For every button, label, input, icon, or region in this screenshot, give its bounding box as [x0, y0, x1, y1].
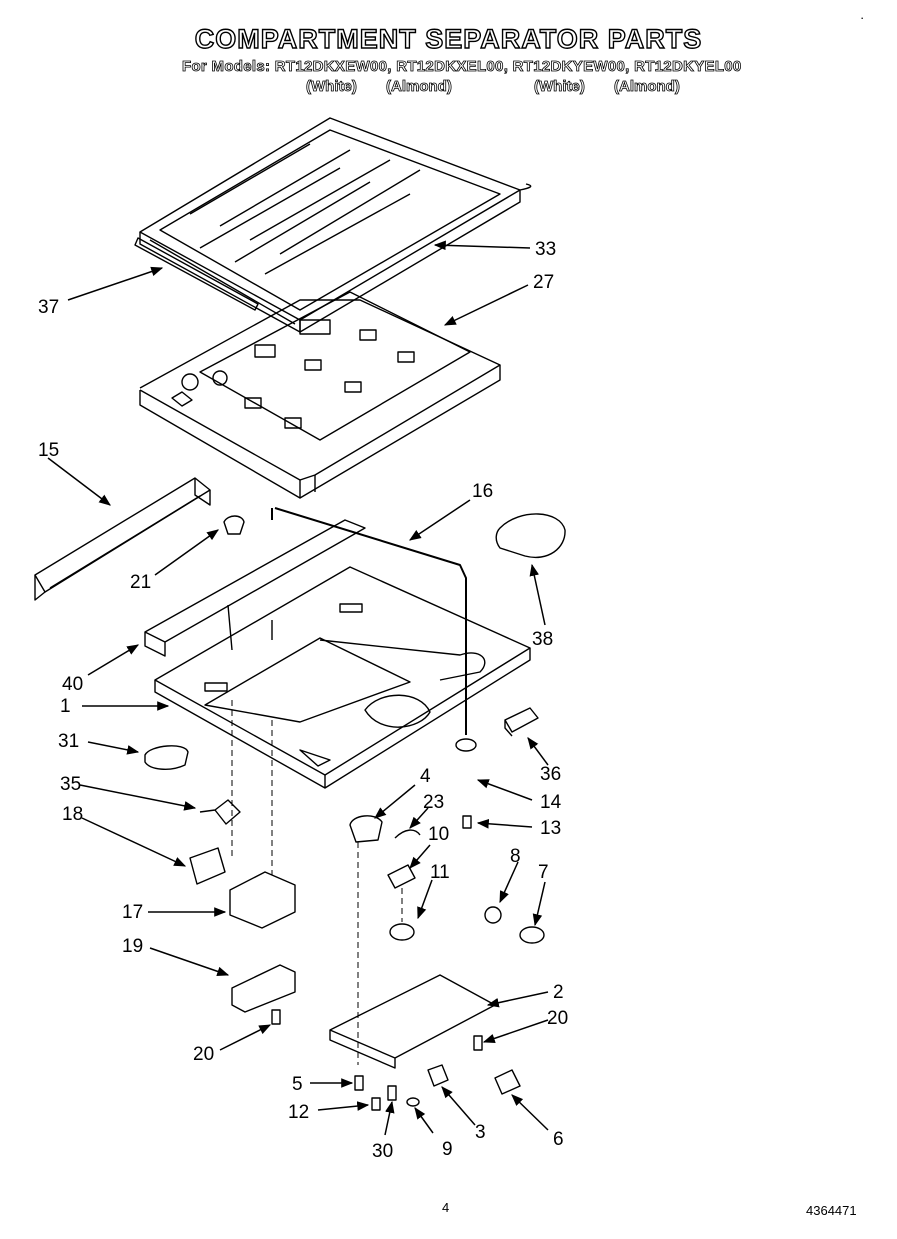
part-label-14: 14	[540, 792, 562, 813]
clip-part-23	[394, 829, 421, 839]
socket-part-7	[519, 926, 545, 944]
finish-label-2: (Almond)	[386, 78, 453, 96]
part-label-4: 4	[420, 766, 431, 787]
corner-mark-top-right: ·	[860, 10, 865, 25]
part-label-8: 8	[510, 846, 521, 867]
screw-part-12	[371, 1097, 381, 1111]
part-label-23: 23	[423, 792, 444, 813]
screw-part-30	[387, 1085, 397, 1101]
bulb-part-8	[484, 906, 502, 924]
bracket-part-35	[199, 799, 241, 825]
part-label-38: 38	[532, 629, 553, 650]
part-label-20-right: 20	[547, 1008, 568, 1029]
part-label-40: 40	[62, 674, 83, 695]
part-label-20-left: 20	[193, 1044, 214, 1065]
part-label-9: 9	[442, 1139, 453, 1160]
part-label-36: 36	[540, 764, 561, 785]
screw-part-20a	[271, 1009, 281, 1025]
part-label-1: 1	[60, 696, 71, 717]
separator-base-part-1	[154, 566, 531, 789]
document-number: 4364471	[806, 1203, 857, 1218]
control-housing-part-17	[229, 871, 296, 929]
housing-part-4	[349, 815, 383, 843]
part-label-5: 5	[292, 1074, 303, 1095]
trim-strip-part-37	[134, 237, 259, 311]
separator-cover-part-27	[139, 291, 501, 499]
part-label-12: 12	[288, 1102, 309, 1123]
switch-part-6	[494, 1069, 521, 1095]
part-label-19: 19	[122, 936, 143, 957]
part-label-3: 3	[475, 1122, 486, 1143]
part-label-18: 18	[62, 804, 83, 825]
screw-part-13	[462, 815, 472, 829]
nut-part-9	[406, 1097, 420, 1107]
part-label-15: 15	[38, 440, 59, 461]
channel-part-40	[144, 519, 366, 657]
part-label-31: 31	[58, 731, 79, 752]
part-label-13: 13	[540, 818, 561, 839]
finish-label-1: (White)	[306, 78, 358, 96]
knob-part-11	[389, 923, 415, 941]
part-label-16: 16	[472, 481, 493, 502]
part-label-10: 10	[428, 824, 449, 845]
part-label-33: 33	[535, 239, 556, 260]
page-title: COMPARTMENT SEPARATOR PARTS	[194, 23, 703, 54]
clip-part-31	[144, 745, 189, 770]
side-rail-part-15	[34, 477, 211, 601]
part-label-27: 27	[533, 272, 554, 293]
light-shield-part-18	[189, 847, 226, 885]
cap-part-36	[504, 707, 539, 737]
part-label-35: 35	[60, 774, 81, 795]
part-label-6: 6	[553, 1129, 564, 1150]
finish-label-3: (White)	[534, 78, 586, 96]
models-line: For Models: RT12DKXEW00, RT12DKXEL00, RT…	[182, 58, 742, 76]
part-label-30: 30	[372, 1141, 393, 1162]
screw-part-5	[354, 1075, 364, 1091]
plug-part-21	[223, 515, 245, 535]
gasket-part-38	[495, 513, 566, 558]
light-housing-part-2	[329, 974, 496, 1069]
switch-part-10	[387, 864, 416, 889]
part-label-17: 17	[122, 902, 143, 923]
part-label-11: 11	[430, 862, 450, 883]
screw-part-20b	[473, 1035, 483, 1051]
switch-part-3	[427, 1064, 449, 1087]
control-panel-part-19	[231, 964, 296, 1013]
thermostat-part-14	[455, 738, 477, 752]
part-label-21: 21	[130, 572, 151, 593]
part-label-2: 2	[553, 982, 564, 1003]
part-label-7: 7	[538, 862, 549, 883]
rod-part-16	[271, 507, 467, 735]
finish-label-4: (Almond)	[614, 78, 681, 96]
part-label-37: 37	[38, 297, 59, 318]
page-number: 4	[442, 1200, 450, 1215]
